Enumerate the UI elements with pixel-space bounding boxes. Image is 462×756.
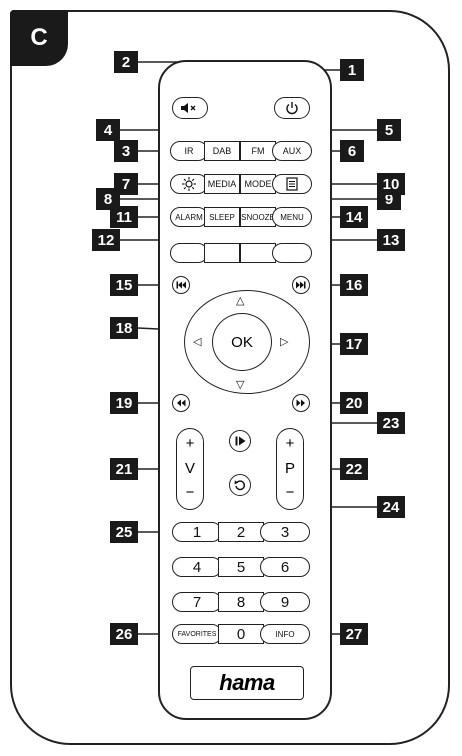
fast-forward-button[interactable] bbox=[292, 394, 310, 412]
next-track-button[interactable] bbox=[292, 276, 310, 294]
callout-23: 23 bbox=[377, 412, 405, 434]
digit-3-button[interactable]: 3 bbox=[260, 522, 310, 542]
program-rocker[interactable]: + P − bbox=[276, 428, 304, 510]
digit-6-button[interactable]: 6 bbox=[260, 557, 310, 577]
brand-logo-text: hama bbox=[219, 670, 275, 695]
digit-2-button[interactable]: 2 bbox=[218, 522, 264, 542]
media-button[interactable]: MEDIA bbox=[204, 174, 240, 194]
volume-up-label: + bbox=[185, 435, 195, 452]
callout-6: 6 bbox=[340, 140, 364, 162]
mode-button[interactable]: MODE bbox=[240, 174, 276, 194]
digit-4-button[interactable]: 4 bbox=[172, 557, 222, 577]
info-button[interactable]: INFO bbox=[260, 624, 310, 644]
power-icon bbox=[286, 102, 298, 115]
power-button[interactable] bbox=[274, 97, 310, 119]
callout-22: 22 bbox=[340, 458, 368, 480]
callout-27: 27 bbox=[340, 623, 368, 645]
aux-button[interactable]: AUX bbox=[272, 141, 312, 161]
callout-17: 17 bbox=[340, 333, 368, 355]
callout-12: 12 bbox=[92, 229, 120, 251]
down-arrow-icon: ▽ bbox=[236, 379, 245, 391]
navigation-ring[interactable] bbox=[184, 290, 310, 394]
previous-track-button[interactable] bbox=[172, 276, 190, 294]
callout-21: 21 bbox=[110, 458, 138, 480]
skip-back-icon bbox=[176, 281, 186, 289]
callout-11: 11 bbox=[110, 206, 138, 228]
digit-9-button[interactable]: 9 bbox=[260, 592, 310, 612]
ir-button[interactable]: IR bbox=[170, 141, 208, 161]
dab-button[interactable]: DAB bbox=[204, 141, 240, 161]
sleep-button[interactable]: SLEEP bbox=[204, 207, 240, 227]
callout-20: 20 bbox=[340, 392, 368, 414]
fast-forward-icon bbox=[296, 399, 305, 407]
preset-button-3[interactable] bbox=[240, 243, 276, 263]
digit-7-button[interactable]: 7 bbox=[172, 592, 222, 612]
callout-4: 4 bbox=[96, 119, 120, 141]
mute-button[interactable] bbox=[172, 97, 208, 119]
callout-3: 3 bbox=[114, 140, 138, 162]
callout-8: 8 bbox=[96, 188, 120, 210]
digit-1-button[interactable]: 1 bbox=[172, 522, 222, 542]
ok-button[interactable]: OK bbox=[212, 313, 272, 371]
rewind-button[interactable] bbox=[172, 394, 190, 412]
program-down-label: − bbox=[285, 484, 295, 501]
section-letter: C bbox=[10, 10, 68, 66]
callout-1: 1 bbox=[340, 59, 364, 81]
volume-label: V bbox=[184, 459, 195, 477]
preset-button-2[interactable] bbox=[204, 243, 240, 263]
program-up-label: + bbox=[285, 435, 295, 452]
dimmer-button[interactable] bbox=[170, 174, 208, 194]
callout-2: 2 bbox=[114, 51, 138, 73]
callout-15: 15 bbox=[110, 274, 138, 296]
play-pause-icon bbox=[235, 436, 245, 446]
play-pause-button[interactable] bbox=[229, 430, 251, 452]
back-button[interactable] bbox=[229, 474, 251, 496]
digit-5-button[interactable]: 5 bbox=[218, 557, 264, 577]
callout-10: 10 bbox=[377, 173, 405, 195]
callout-26: 26 bbox=[110, 623, 138, 645]
snooze-button[interactable]: SNOOZE bbox=[240, 207, 276, 227]
right-arrow-icon: ▷ bbox=[280, 336, 289, 348]
preset-button-1[interactable] bbox=[170, 243, 208, 263]
left-arrow-icon: ◁ bbox=[193, 336, 202, 348]
return-icon bbox=[234, 480, 246, 491]
mute-icon bbox=[181, 103, 196, 113]
callout-13: 13 bbox=[377, 229, 405, 251]
favorites-button[interactable]: FAVORITES bbox=[172, 624, 222, 644]
alarm-button[interactable]: ALARM bbox=[170, 207, 208, 227]
program-label: P bbox=[284, 459, 295, 477]
brightness-icon bbox=[182, 177, 196, 191]
callout-14: 14 bbox=[340, 206, 368, 228]
fm-button[interactable]: FM bbox=[240, 141, 276, 161]
volume-rocker[interactable]: + V − bbox=[176, 428, 204, 510]
callout-19: 19 bbox=[110, 392, 138, 414]
brand-logo: hama bbox=[190, 666, 304, 700]
volume-down-label: − bbox=[185, 484, 195, 501]
menu-button[interactable]: MENU bbox=[272, 207, 312, 227]
skip-forward-icon bbox=[296, 281, 306, 289]
up-arrow-icon: △ bbox=[236, 295, 245, 307]
callout-18: 18 bbox=[110, 317, 138, 339]
rewind-icon bbox=[177, 399, 186, 407]
callout-5: 5 bbox=[377, 119, 401, 141]
digit-0-button[interactable]: 0 bbox=[218, 624, 264, 644]
callout-25: 25 bbox=[110, 521, 138, 543]
display-icon bbox=[286, 177, 298, 191]
digit-8-button[interactable]: 8 bbox=[218, 592, 264, 612]
preset-button-4[interactable] bbox=[272, 243, 312, 263]
callout-16: 16 bbox=[340, 274, 368, 296]
callout-24: 24 bbox=[377, 496, 405, 518]
display-info-button[interactable] bbox=[272, 174, 312, 194]
callout-7: 7 bbox=[114, 173, 138, 195]
